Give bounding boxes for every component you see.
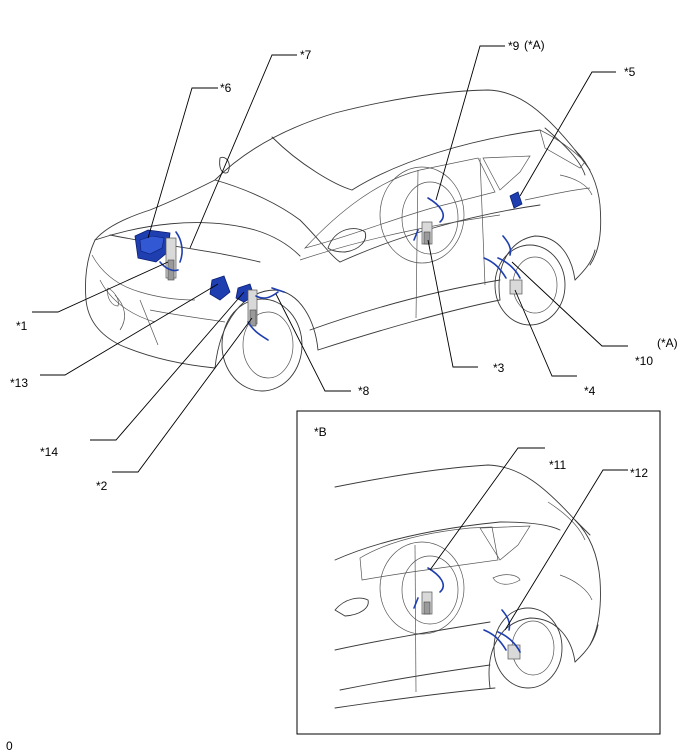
callout-c1: *1 — [16, 319, 28, 333]
vehicle-inset-outline — [334, 464, 601, 709]
leader-lines-main — [32, 45, 628, 473]
callout-c4: *4 — [584, 384, 596, 398]
component-c9-rear-strut — [413, 197, 444, 245]
callout-c9: *9 — [508, 39, 520, 53]
callout-c13: *13 — [10, 376, 28, 390]
component-c4-rear-shock — [483, 235, 523, 295]
callout-c3: *3 — [493, 361, 505, 375]
component-front-strut-right — [247, 287, 285, 341]
component-c5-height-sensor — [509, 191, 523, 209]
figure-code: 0 — [6, 739, 13, 753]
component-c12-inset-shock — [483, 609, 521, 660]
inset-label: *B — [314, 425, 327, 439]
callout-c10: *10 — [635, 354, 653, 368]
callout-c7: *7 — [300, 48, 312, 62]
callout-c11: *11 — [549, 458, 566, 472]
component-front-strut-left — [159, 231, 183, 281]
component-c6-module — [134, 229, 171, 263]
component-c13-actuator — [209, 275, 231, 301]
component-c11-inset-strut — [413, 567, 444, 615]
callout-c12: *12 — [630, 466, 648, 480]
callout-c2: *2 — [96, 479, 108, 493]
callout-c14: *14 — [40, 445, 58, 459]
vehicle-main-outline — [85, 89, 602, 392]
callout-c10-suffix: (*A) — [657, 336, 678, 350]
inset-frame — [296, 410, 661, 735]
callout-c9-suffix: (*A) — [524, 38, 545, 52]
callout-c5: *5 — [624, 65, 636, 79]
leader-lines-inset — [429, 447, 628, 631]
callout-c8: *8 — [358, 384, 370, 398]
callout-c6: *6 — [220, 81, 232, 95]
